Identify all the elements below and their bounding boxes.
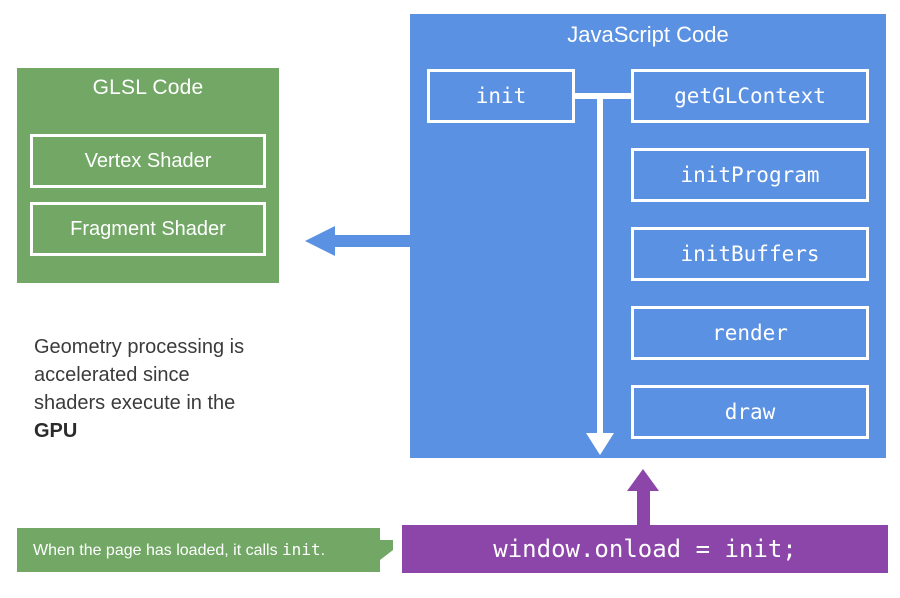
- function-box-render[interactable]: render: [631, 306, 869, 360]
- gpu-note-text: Geometry processing is accelerated since…: [34, 336, 245, 414]
- function-box-init[interactable]: init: [427, 69, 575, 123]
- function-box-getglcontext[interactable]: getGLContext: [631, 69, 869, 123]
- onload-callout: When the page has loaded, it calls init.: [17, 528, 380, 572]
- function-box-initbuffers[interactable]: initBuffers: [631, 227, 869, 281]
- callout-text-after: .: [320, 542, 326, 559]
- vertex-shader-box[interactable]: Vertex Shader: [30, 134, 266, 188]
- glsl-code-panel: GLSL Code Vertex Shader Fragment Shader: [17, 68, 279, 283]
- window-onload-bar[interactable]: window.onload = init;: [402, 525, 888, 573]
- onload-arrow-up-icon: [627, 469, 659, 491]
- function-box-initprogram[interactable]: initProgram: [631, 148, 869, 202]
- function-label-getglcontext: getGLContext: [674, 84, 826, 108]
- vertex-shader-label: Vertex Shader: [84, 149, 212, 172]
- function-box-draw[interactable]: draw: [631, 385, 869, 439]
- onload-arrow-shaft: [637, 488, 650, 526]
- flow-connector-horizontal: [573, 93, 633, 99]
- flow-arrow-down-icon: [586, 433, 614, 455]
- javascript-panel-title: JavaScript Code: [567, 22, 729, 47]
- callout-code-init: init: [282, 540, 321, 559]
- shader-link-arrow-icon: [305, 226, 335, 256]
- shader-link-arrow-shaft: [334, 235, 410, 247]
- gpu-note: Geometry processing is accelerated since…: [34, 333, 254, 445]
- fragment-shader-box[interactable]: Fragment Shader: [30, 202, 266, 256]
- onload-callout-label: When the page has loaded, it calls init.: [17, 540, 325, 560]
- gpu-note-emphasis: GPU: [34, 420, 78, 442]
- function-label-initbuffers: initBuffers: [680, 242, 820, 266]
- function-label-init: init: [475, 84, 527, 108]
- glsl-panel-title: GLSL Code: [92, 76, 204, 99]
- function-label-render: render: [712, 321, 788, 345]
- fragment-shader-label: Fragment Shader: [70, 217, 226, 240]
- callout-pointer-icon: [380, 540, 393, 560]
- callout-text-before: When the page has loaded, it calls: [33, 542, 283, 559]
- flow-connector-vertical: [597, 93, 603, 437]
- javascript-code-panel: JavaScript Code init getGLContext initPr…: [410, 14, 886, 458]
- function-label-draw: draw: [724, 400, 776, 424]
- function-label-initprogram: initProgram: [680, 163, 820, 187]
- window-onload-code: window.onload = init;: [493, 535, 797, 563]
